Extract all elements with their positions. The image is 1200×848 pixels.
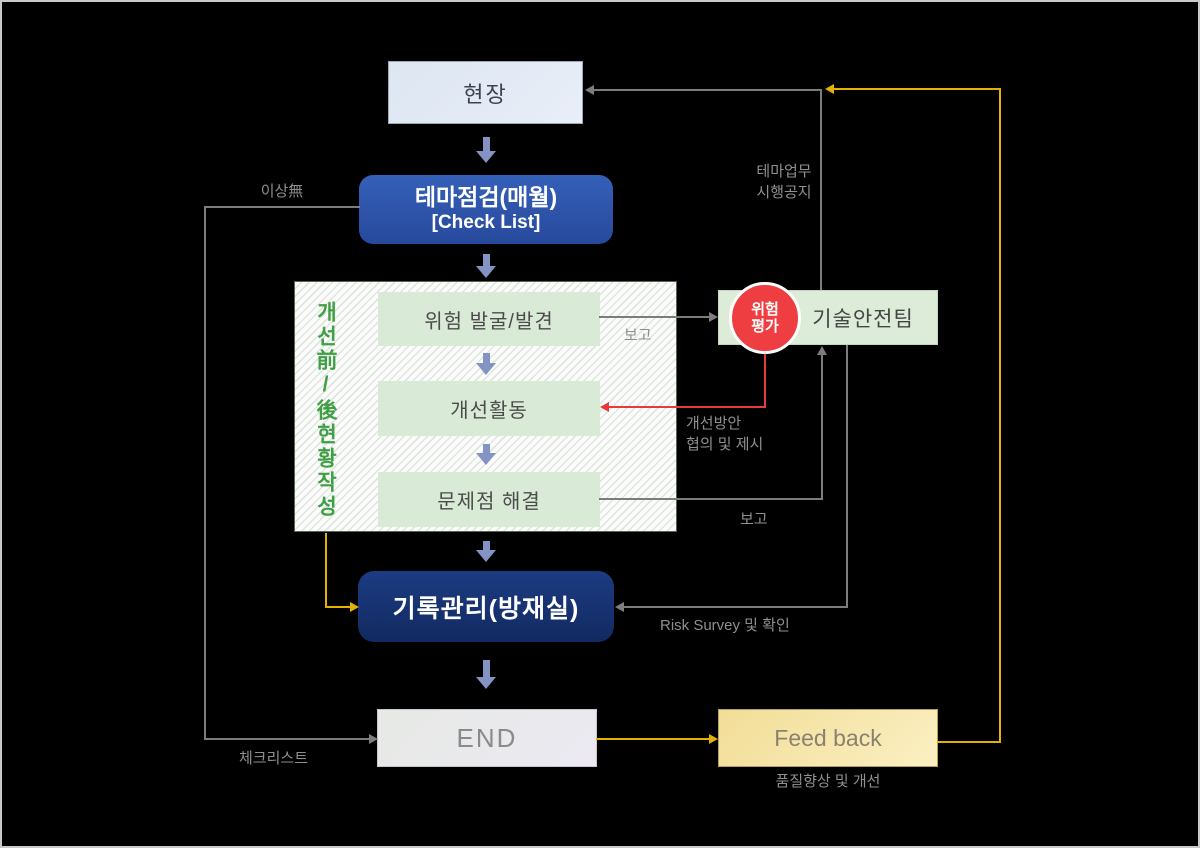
node-feedback: Feed back	[718, 709, 938, 767]
edge-segment	[999, 89, 1001, 743]
node-record-management: 기록관리(방재실)	[358, 571, 614, 642]
flow-arrow-stage-to-record	[476, 541, 496, 562]
arrow-stem	[482, 444, 490, 453]
node-theme-check-title: 테마점검(매월)	[414, 184, 558, 211]
arrow-head-icon	[825, 84, 834, 94]
edge-segment	[596, 738, 710, 740]
node-risk-discovery-label: 위험 발굴/발견	[424, 310, 554, 333]
stage-vertical-label: 개선前/後현황작성	[314, 301, 337, 519]
edge-segment	[937, 741, 1001, 743]
arrow-stem	[482, 254, 490, 266]
arrow-head-icon	[476, 453, 496, 465]
label-theme-notice-line2: 시행공지	[756, 184, 812, 201]
flow-arrow-themecheck-to-stage	[476, 254, 496, 278]
arrow-head-icon	[476, 550, 496, 562]
arrow-stem	[482, 353, 490, 363]
label-risk-survey: Risk Survey 및 확인	[660, 617, 790, 634]
label-report-bottom: 보고	[740, 511, 768, 528]
edge-segment	[846, 345, 848, 608]
arrow-head-icon	[585, 85, 594, 95]
flow-arrow-site-to-themecheck	[476, 137, 496, 163]
flow-arrow-record-to-end	[476, 660, 496, 689]
risk-evaluation-badge-line2: 평가	[751, 318, 779, 335]
risk-evaluation-badge: 위험 평가	[729, 282, 801, 354]
node-site-label: 현장	[463, 81, 508, 107]
node-problem-solving: 문제점 해결	[378, 472, 600, 527]
edge-segment	[204, 206, 360, 208]
flow-arrow-improvement-to-problemsolving	[476, 444, 496, 465]
node-problem-solving-label: 문제점 해결	[437, 491, 541, 513]
arrow-head-icon	[476, 151, 496, 163]
label-quality-note: 품질향상 및 개선	[775, 773, 881, 790]
arrow-head-icon	[709, 312, 718, 322]
arrow-stem	[482, 541, 490, 550]
arrow-stem	[482, 137, 490, 151]
arrow-stem	[482, 660, 490, 677]
node-theme-check-subtitle: [Check List]	[431, 211, 541, 233]
node-end-label: END	[456, 722, 518, 753]
node-improvement-activity: 개선활동	[378, 381, 600, 436]
edge-segment	[764, 352, 766, 408]
edge-segment	[599, 498, 823, 500]
label-theme-notice-line1: 테마업무	[756, 163, 812, 180]
edge-segment	[834, 88, 1001, 90]
node-tech-safety-team-label: 기술안전팀	[812, 307, 914, 331]
arrow-head-icon	[476, 363, 496, 375]
edge-segment	[593, 89, 822, 91]
edge-segment	[608, 406, 766, 408]
arrow-head-icon	[817, 346, 827, 355]
label-improvement-plan: 개선방안 협의 및 제시	[686, 413, 763, 455]
edge-segment	[325, 533, 327, 608]
node-improvement-activity-label: 개선활동	[450, 400, 528, 422]
arrow-head-icon	[369, 734, 378, 744]
label-improvement-plan-line1: 개선방안	[686, 415, 742, 432]
arrow-head-icon	[476, 677, 496, 689]
node-risk-discovery: 위험 발굴/발견	[378, 292, 600, 346]
node-theme-check: 테마점검(매월) [Check List]	[359, 175, 613, 244]
edge-segment	[204, 738, 370, 740]
label-report-top: 보고	[624, 327, 652, 344]
arrow-head-icon	[615, 602, 624, 612]
arrow-head-icon	[476, 266, 496, 278]
arrow-head-icon	[600, 402, 609, 412]
edge-segment	[599, 316, 710, 318]
label-theme-notice: 테마업무 시행공지	[744, 161, 824, 203]
node-end: END	[377, 709, 597, 767]
risk-evaluation-badge-line1: 위험	[751, 301, 779, 318]
label-no-issue: 이상無	[260, 183, 304, 200]
edge-segment	[821, 354, 823, 500]
edge-segment	[623, 606, 848, 608]
flow-arrow-riskdiscovery-to-improvement	[476, 353, 496, 375]
node-feedback-label: Feed back	[774, 724, 882, 751]
edge-segment	[204, 206, 206, 739]
arrow-head-icon	[350, 602, 359, 612]
node-record-management-label: 기록관리(방재실)	[392, 594, 580, 623]
label-improvement-plan-line2: 협의 및 제시	[686, 436, 764, 453]
node-site: 현장	[388, 61, 583, 124]
edge-segment	[325, 606, 351, 608]
label-checklist: 체크리스트	[239, 750, 309, 767]
edge-segment	[820, 90, 822, 290]
arrow-head-icon	[709, 734, 718, 744]
